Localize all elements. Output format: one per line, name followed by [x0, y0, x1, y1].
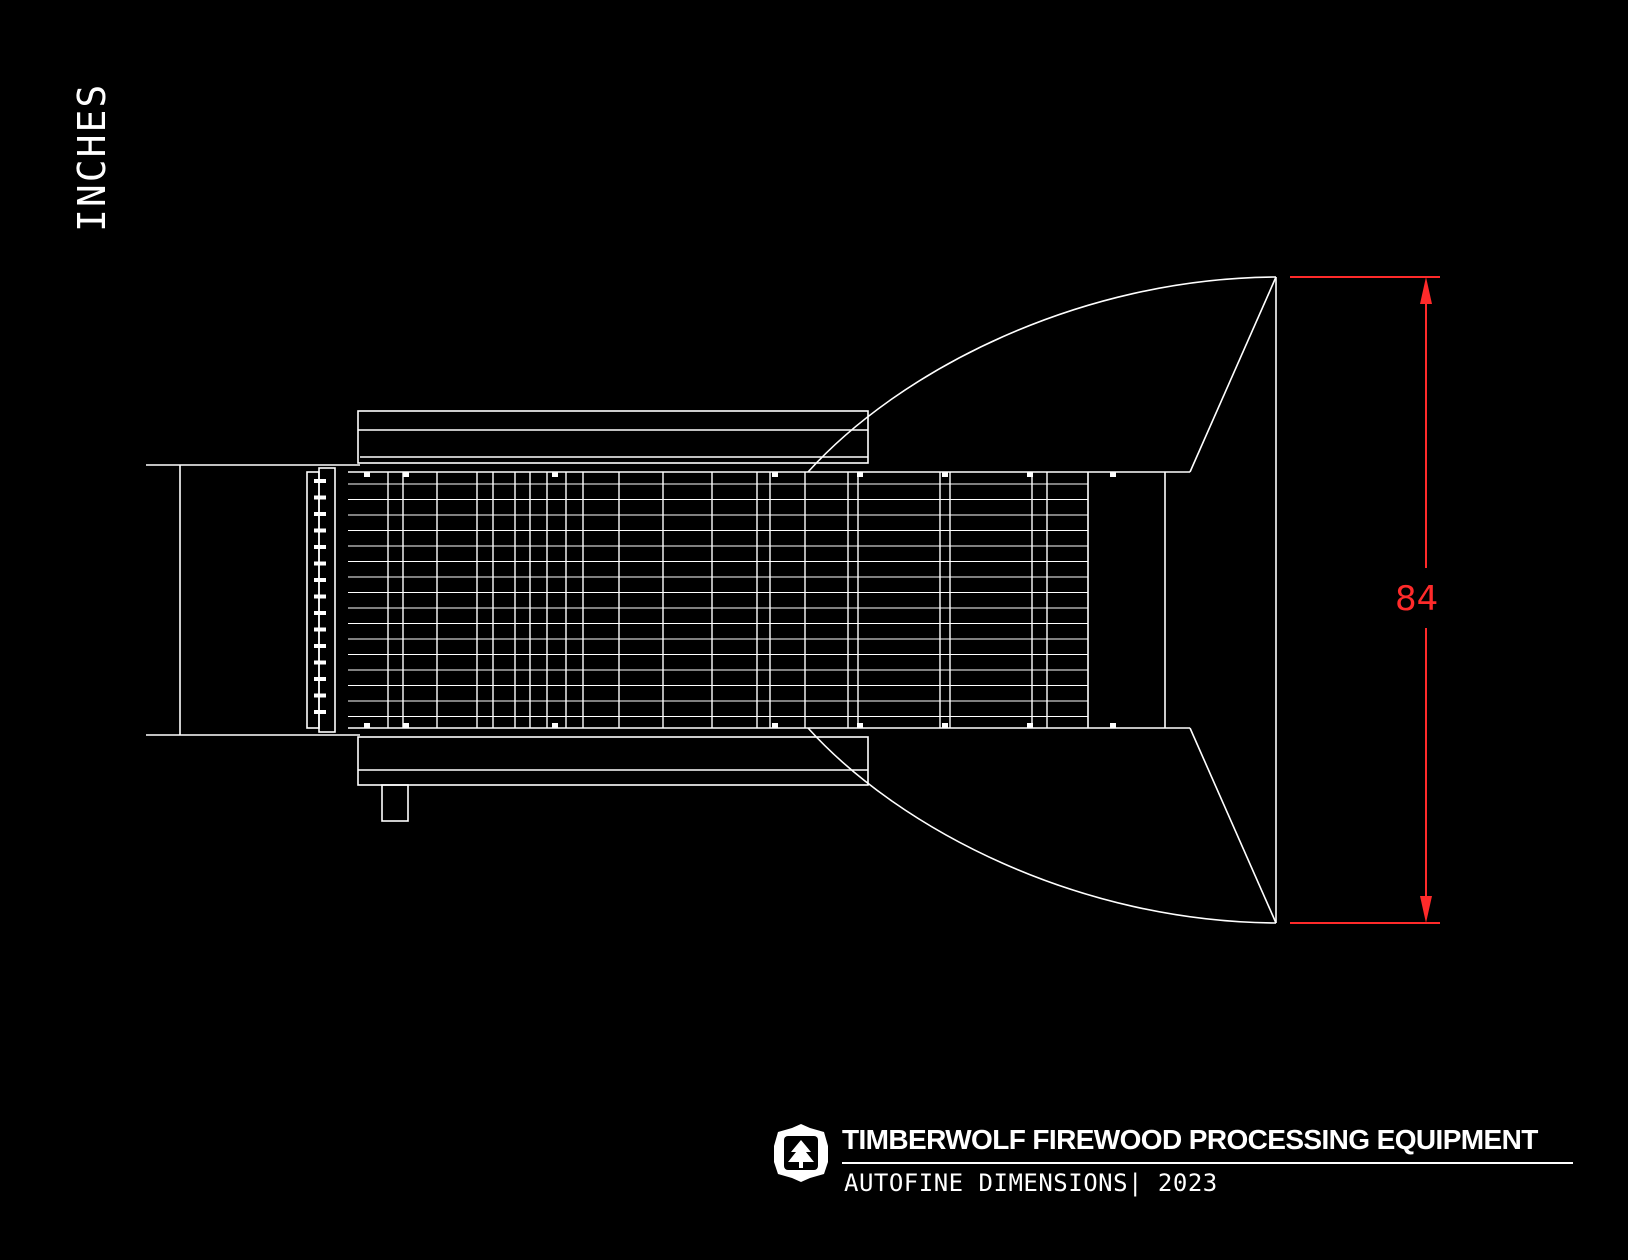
infeed-chute: [146, 464, 360, 736]
company-name: TIMBERWOLF FIREWOOD PROCESSING EQUIPMENT: [842, 1124, 1538, 1155]
frame-bolt: [857, 472, 863, 477]
roller-bolt: [314, 561, 326, 566]
frame-bolt: [942, 723, 948, 728]
frame-bolt: [1027, 472, 1033, 477]
frame-bolt: [403, 472, 409, 477]
frame-bolt: [772, 472, 778, 477]
frame-bolt: [942, 472, 948, 477]
title-rule: [842, 1162, 1573, 1164]
roller-bolt: [314, 677, 326, 681]
frame-bolt: [552, 472, 558, 477]
end-roller: [306, 467, 336, 733]
machine-outline: [146, 276, 1277, 924]
roller-bolt: [314, 693, 326, 698]
height-dimension: [1290, 276, 1440, 924]
frame-bolt: [364, 723, 370, 728]
drawing-subtitle: AUTOFINE DIMENSIONS| 2023: [844, 1169, 1218, 1197]
roller-bolts: [314, 479, 326, 714]
roller-bolt: [314, 594, 326, 599]
frame-bolt: [552, 723, 558, 728]
roller-bolt: [314, 545, 326, 549]
height-dimension-value: 84: [1395, 577, 1439, 621]
screen-grid: [348, 483, 1088, 717]
frame-bolt: [857, 723, 863, 728]
frame-bolt: [1110, 723, 1116, 728]
roller-bolt: [314, 660, 326, 665]
frame-bolt: [364, 472, 370, 477]
hopper: [807, 276, 1277, 924]
roller-bolt: [314, 644, 326, 648]
frame-bolts: [364, 472, 1116, 728]
dim-arrow-bottom: [1420, 896, 1432, 923]
roller-bolt: [314, 627, 326, 632]
frame-bolt: [1110, 472, 1116, 477]
frame-bolt: [772, 723, 778, 728]
timberwolf-tree-badge-icon: [774, 1124, 828, 1182]
title-block: TIMBERWOLF FIREWOOD PROCESSING EQUIPMENT…: [770, 1122, 1575, 1202]
roller-bolt: [314, 611, 326, 615]
roller-bolt: [314, 512, 326, 516]
dim-arrow-top: [1420, 277, 1432, 304]
frame-bolt: [403, 723, 409, 728]
lower-housing: [357, 736, 869, 822]
roller-bolt: [314, 495, 326, 500]
frame-bolt: [1027, 723, 1033, 728]
roller-bolt: [314, 578, 326, 582]
roller-bolt: [314, 528, 326, 533]
roller-bolt: [314, 710, 326, 714]
screen-crossbars: [387, 472, 1048, 728]
upper-housing: [357, 410, 869, 464]
roller-bolt: [314, 479, 326, 483]
